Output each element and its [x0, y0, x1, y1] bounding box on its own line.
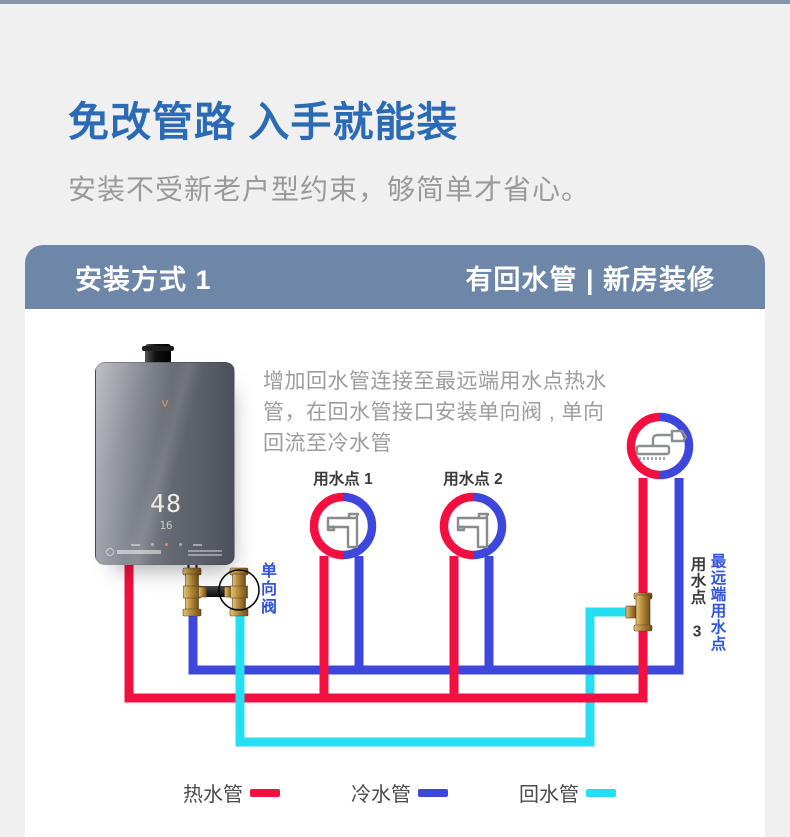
legend-label: 回水管: [519, 784, 579, 806]
legend-return-water: 回水管: [519, 778, 616, 807]
water-point-2-label: 用水点 2: [443, 471, 503, 488]
heater-flue: [142, 344, 174, 366]
card-header: 安装方式 1 有回水管 | 新房装修: [25, 245, 765, 309]
water-point-3-label: 用水点 3: [688, 556, 706, 642]
install-mode-condition: 有回水管 | 新房装修: [465, 264, 715, 295]
heater-label-right: [188, 548, 222, 556]
water-heater: V 48 16: [95, 344, 235, 565]
top-accent-bar: [0, 0, 790, 4]
install-mode-title: 安装方式 1: [75, 264, 212, 295]
hot-pipe-swatch: [250, 788, 280, 797]
heater-body: V 48 16: [95, 362, 235, 565]
farthest-point-label: 最远端用水点: [708, 553, 726, 652]
display-secondary: 16: [159, 519, 173, 532]
description-line: 回流至冷水管: [263, 432, 392, 455]
description-line: 增加回水管连接至最远端用水点热水: [263, 370, 607, 393]
description-line: 管，在回水管接口安装单向阀 , 单向: [263, 401, 605, 424]
check-valve-label: 单向阀: [258, 562, 275, 616]
brand-logo: V: [161, 399, 171, 410]
heater-label-left: [106, 548, 161, 556]
cold-pipe-swatch: [418, 788, 448, 797]
legend-hot-water: 热水管: [183, 778, 280, 807]
water-point-1-label: 用水点 1: [313, 471, 373, 488]
return-pipe-swatch: [586, 788, 616, 797]
installation-description: 增加回水管连接至最远端用水点热水 管，在回水管接口安装单向阀 , 单向 回流至冷…: [263, 366, 733, 459]
page-title: 免改管路 入手就能装: [68, 99, 459, 145]
heater-display: 48 16: [136, 489, 196, 532]
page-subtitle: 安装不受新老户型约束，够简单才省心。: [68, 174, 591, 205]
touch-controls: [96, 543, 236, 546]
legend-label: 热水管: [183, 784, 243, 806]
legend-cold-water: 冷水管: [351, 778, 448, 807]
display-temperature: 48: [149, 489, 183, 518]
legend-label: 冷水管: [351, 784, 411, 806]
